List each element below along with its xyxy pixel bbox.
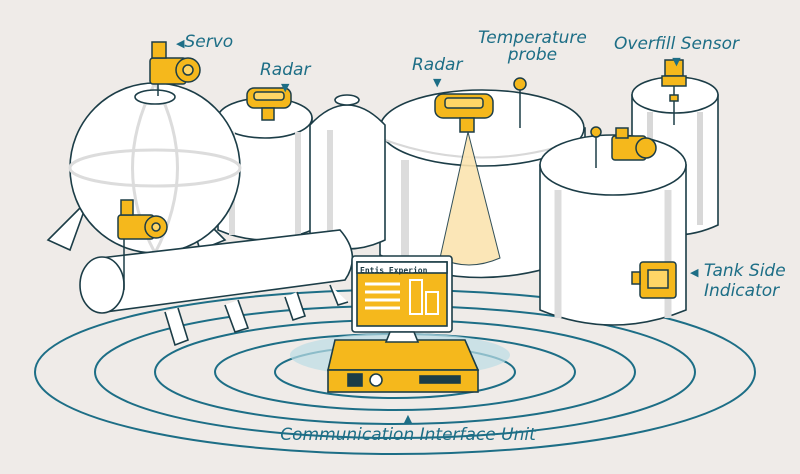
arrow-down-icon: ▼: [432, 76, 442, 89]
tank-side-indicator-device: [631, 261, 677, 299]
overfill-sensor: [661, 59, 687, 125]
label-radar-center: Radar ▼: [412, 57, 462, 91]
label-radar-left-text: Radar: [260, 60, 311, 80]
horizontal-tank: [79, 229, 354, 347]
label-communication-interface-unit: ▲ Communication Interface Unit: [278, 410, 538, 444]
label-overfill-sensor-text: Overfill Sensor: [614, 34, 739, 54]
label-tank-side-indicator-line1: Tank Side: [703, 261, 786, 281]
label-communication-interface-unit-text: Communication Interface Unit: [280, 425, 536, 445]
servo-device-right: [611, 127, 657, 161]
radar-device-left: [246, 87, 292, 121]
arrow-left-icon: ◀: [690, 266, 699, 279]
label-radar-center-text: Radar: [412, 55, 463, 75]
servo-device-sphere: [149, 41, 201, 96]
label-servo: ◀Servo: [176, 34, 233, 52]
label-temperature-probe-line1: Temperature: [478, 28, 587, 48]
label-tank-side-indicator: ◀ Tank Side Indicator: [690, 262, 786, 300]
temperature-probe: [513, 77, 527, 128]
temperature-probe-right: [590, 126, 602, 168]
arrow-left-icon: ◀: [176, 37, 185, 50]
label-servo-text: Servo: [184, 32, 234, 52]
bullet-tank: [309, 94, 386, 250]
arrow-up-icon: ▲: [403, 412, 413, 425]
label-tank-side-indicator-line2: Indicator: [704, 281, 780, 301]
label-temperature-probe-line2: probe: [507, 45, 558, 65]
radar-device-center: [434, 93, 494, 133]
arrow-down-icon: ▼: [280, 81, 290, 94]
servo-device-horizontal: [117, 199, 168, 290]
screen-title: Entis Experion: [360, 266, 428, 275]
arrow-down-icon: ▼: [672, 55, 681, 68]
communication-interface-unit: [326, 255, 480, 393]
label-overfill-sensor: Overfill Sensor ▼: [614, 36, 739, 70]
label-radar-left: Radar ▼: [260, 62, 310, 96]
label-temperature-probe: Temperature probe: [478, 30, 587, 64]
